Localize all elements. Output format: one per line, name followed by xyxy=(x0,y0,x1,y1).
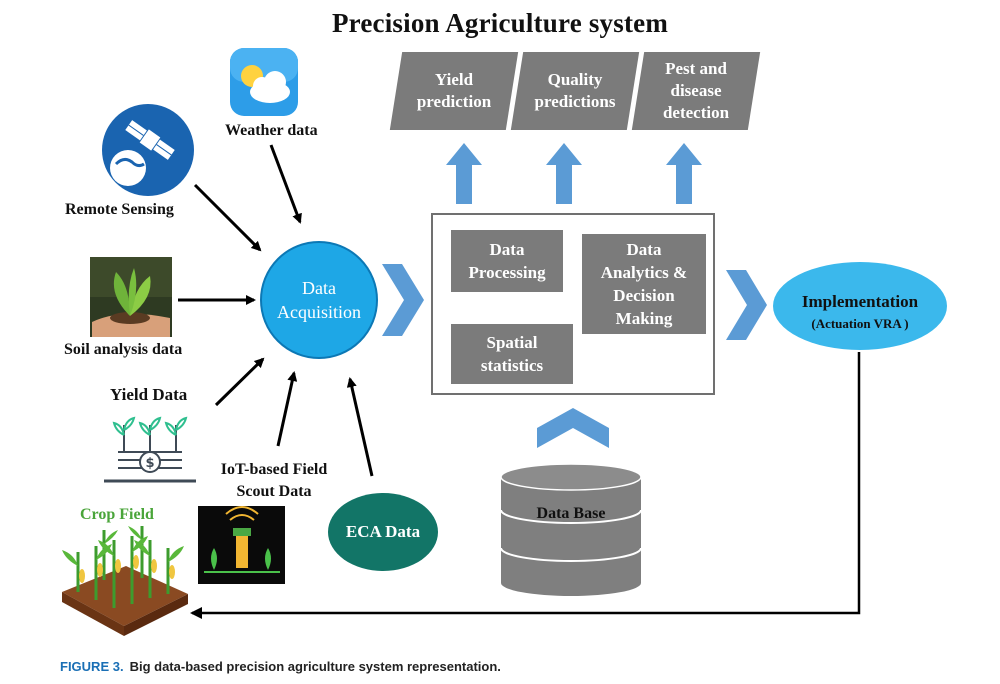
figure-caption-text: Big data-based precision agriculture sys… xyxy=(129,659,501,674)
implementation-sublabel: (Actuation VRA ) xyxy=(811,316,909,331)
yield-data-label: Yield Data xyxy=(110,385,188,404)
database-label: Data Base xyxy=(536,505,606,522)
eca-data-node xyxy=(328,493,438,571)
iot-sensor-plants-icon xyxy=(198,506,285,584)
up-arrow-quality xyxy=(546,143,582,204)
output-label-yield: Yield prediction xyxy=(416,70,492,111)
chevron-up-database xyxy=(537,408,609,448)
data-acquisition-label-1: Data xyxy=(302,278,336,298)
eca-data-label: ECA Data xyxy=(345,522,421,541)
up-arrow-yield xyxy=(446,143,482,204)
data-processing-box: Data Processing xyxy=(451,230,563,292)
data-acquisition-label-2: Acquisition xyxy=(277,302,361,322)
up-arrow-pest xyxy=(666,143,702,204)
plant-in-hands-icon xyxy=(90,257,172,337)
output-label-quality: Quality predictions xyxy=(534,70,616,111)
sun-cloud-icon xyxy=(230,48,298,116)
soil-analysis-label: Soil analysis data xyxy=(64,341,183,358)
arrow-yield xyxy=(214,357,265,407)
yield-money-plants-icon: $ xyxy=(104,416,196,483)
arrow-eca xyxy=(346,377,374,477)
chevron-to-implementation xyxy=(726,270,767,340)
data-acquisition-node xyxy=(260,241,378,359)
page-title: Precision Agriculture system xyxy=(331,8,669,38)
arrow-weather xyxy=(269,144,302,224)
arrow-remote xyxy=(193,183,262,252)
feedback-line xyxy=(190,352,861,619)
remote-sensing-label: Remote Sensing xyxy=(65,201,174,218)
crop-field-label: Crop Field xyxy=(80,506,154,523)
output-label-pest: Pest and disease detection xyxy=(662,59,730,122)
weather-data-label: Weather data xyxy=(225,122,318,139)
database-cylinder-icon xyxy=(500,463,642,596)
implementation-label: Implementation xyxy=(801,292,919,311)
spatial-statistics-box: Spatial statistics xyxy=(451,324,573,384)
implementation-node xyxy=(773,262,947,350)
svg-text:$: $ xyxy=(145,456,154,471)
data-analytics-box: Data Analytics & Decision Making xyxy=(582,234,706,334)
crop-field-icon xyxy=(62,526,188,636)
arrow-iot xyxy=(276,371,298,447)
satellite-globe-icon xyxy=(102,104,194,196)
figure-caption: FIGURE 3. Big data-based precision agricu… xyxy=(60,659,501,674)
figure-number: FIGURE 3. xyxy=(60,659,124,674)
iot-data-label: IoT-based Field Scout Data xyxy=(220,461,328,500)
chevron-to-processing xyxy=(382,264,424,336)
